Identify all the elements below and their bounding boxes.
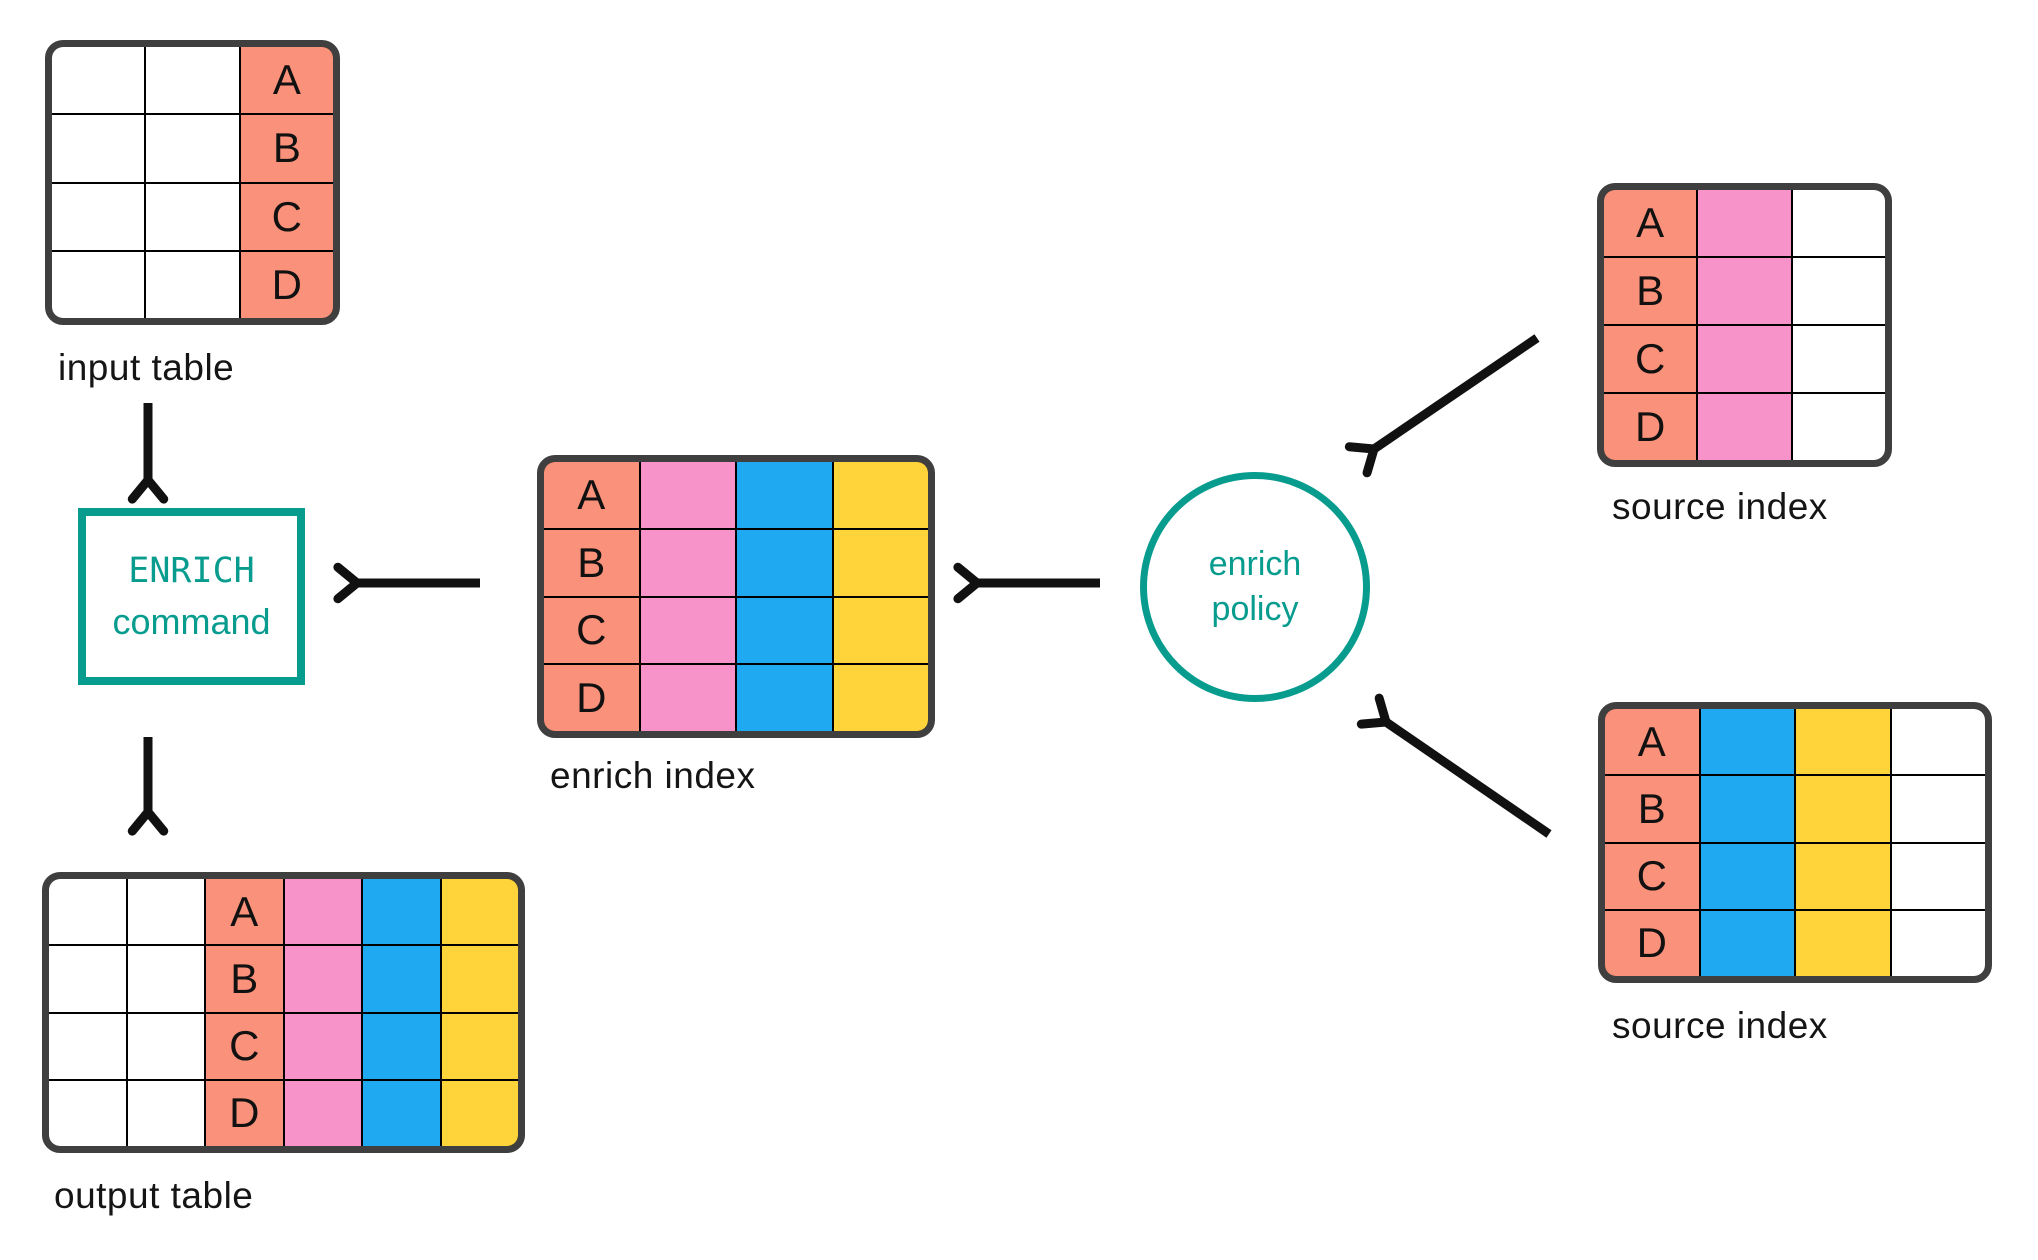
table-cell <box>833 597 928 664</box>
table-cell: A <box>1605 709 1699 775</box>
table-cell: B <box>206 946 283 1012</box>
table-cell <box>833 529 928 596</box>
table-cell <box>1891 843 1985 909</box>
table-cell <box>363 946 440 1012</box>
table-cell <box>1698 394 1791 460</box>
enrich-index-label: enrich index <box>550 755 756 796</box>
table-cell <box>640 665 735 731</box>
table-cell <box>1792 190 1885 256</box>
table-cell <box>284 1080 361 1146</box>
table-cell <box>49 879 126 945</box>
table-cell <box>1698 258 1791 324</box>
table-cell <box>284 946 361 1012</box>
table-cell <box>737 597 832 664</box>
table-cell <box>1700 843 1794 909</box>
source-index-bottom-label: source index <box>1612 1005 1828 1046</box>
table-cell <box>146 251 239 318</box>
table-cell: D <box>206 1080 283 1146</box>
table-cell <box>1891 776 1985 842</box>
table-cell <box>1792 258 1885 324</box>
input-table-label: input table <box>58 347 235 388</box>
table-cell <box>640 529 735 596</box>
table-cell <box>1796 776 1890 842</box>
table-cell: D <box>1604 394 1697 460</box>
table-cell <box>1700 910 1794 976</box>
table-cell: D <box>544 665 639 731</box>
enrich-policy-node: enrich policy <box>1140 472 1370 702</box>
table-cell <box>640 462 735 528</box>
table-cell <box>49 946 126 1012</box>
table-cell <box>1792 394 1885 460</box>
table-cell <box>127 1013 204 1079</box>
table-cell: B <box>240 115 333 182</box>
table-cell <box>441 946 518 1012</box>
table-cell <box>737 529 832 596</box>
table-cell <box>1796 709 1890 775</box>
table-cell <box>1891 709 1985 775</box>
table-cell <box>363 879 440 945</box>
table-cell <box>833 665 928 731</box>
table-cell <box>146 115 239 182</box>
table-cell <box>640 597 735 664</box>
table-cell <box>1698 190 1791 256</box>
table-cell <box>737 665 832 731</box>
table-cell: B <box>1604 258 1697 324</box>
table-cell <box>441 1013 518 1079</box>
table-cell <box>1698 326 1791 392</box>
table-cell <box>49 1080 126 1146</box>
table-cell <box>441 879 518 945</box>
table-cell <box>1796 910 1890 976</box>
table-cell <box>52 47 145 114</box>
table-cell <box>441 1080 518 1146</box>
enrich-policy-line2: policy <box>1211 590 1299 628</box>
table-cell <box>1700 776 1794 842</box>
table-cell <box>284 1013 361 1079</box>
enrich-command-node: ENRICH command <box>78 508 305 685</box>
table-cell: C <box>1604 326 1697 392</box>
table-cell: B <box>544 529 639 596</box>
table-cell: A <box>544 462 639 528</box>
table-cell <box>49 1013 126 1079</box>
table-cell <box>127 946 204 1012</box>
table-cell <box>363 1013 440 1079</box>
table-cell: A <box>206 879 283 945</box>
table-cell <box>1796 843 1890 909</box>
table-cell <box>363 1080 440 1146</box>
arrow-source-top-to-policy <box>1344 334 1540 478</box>
table-cell: C <box>1605 843 1699 909</box>
table-cell <box>146 47 239 114</box>
table-cell: B <box>1605 776 1699 842</box>
table-cell: A <box>1604 190 1697 256</box>
table-cell <box>127 879 204 945</box>
table-cell: A <box>240 47 333 114</box>
table-cell <box>1891 910 1985 976</box>
enrich-command-word: command <box>112 600 271 642</box>
table-cell: C <box>206 1013 283 1079</box>
output-table-label: output table <box>54 1175 254 1216</box>
enrich-policy-line1: enrich <box>1208 545 1302 584</box>
table-cell: D <box>1605 910 1699 976</box>
table-cell <box>284 879 361 945</box>
table-cell <box>52 115 145 182</box>
table-cell: C <box>240 183 333 250</box>
table-cell <box>146 183 239 250</box>
table-cell <box>52 251 145 318</box>
source-index-top-label: source index <box>1612 486 1828 527</box>
table-cell: C <box>544 597 639 664</box>
table-cell <box>52 183 145 250</box>
table-cell <box>1700 709 1794 775</box>
table-cell <box>833 462 928 528</box>
table-cell <box>737 462 832 528</box>
enrich-command-keyword: ENRICH <box>128 550 255 591</box>
table-cell: D <box>240 251 333 318</box>
table-cell <box>127 1080 204 1146</box>
table-cell <box>1792 326 1885 392</box>
arrow-source-bottom-to-policy <box>1356 693 1552 838</box>
